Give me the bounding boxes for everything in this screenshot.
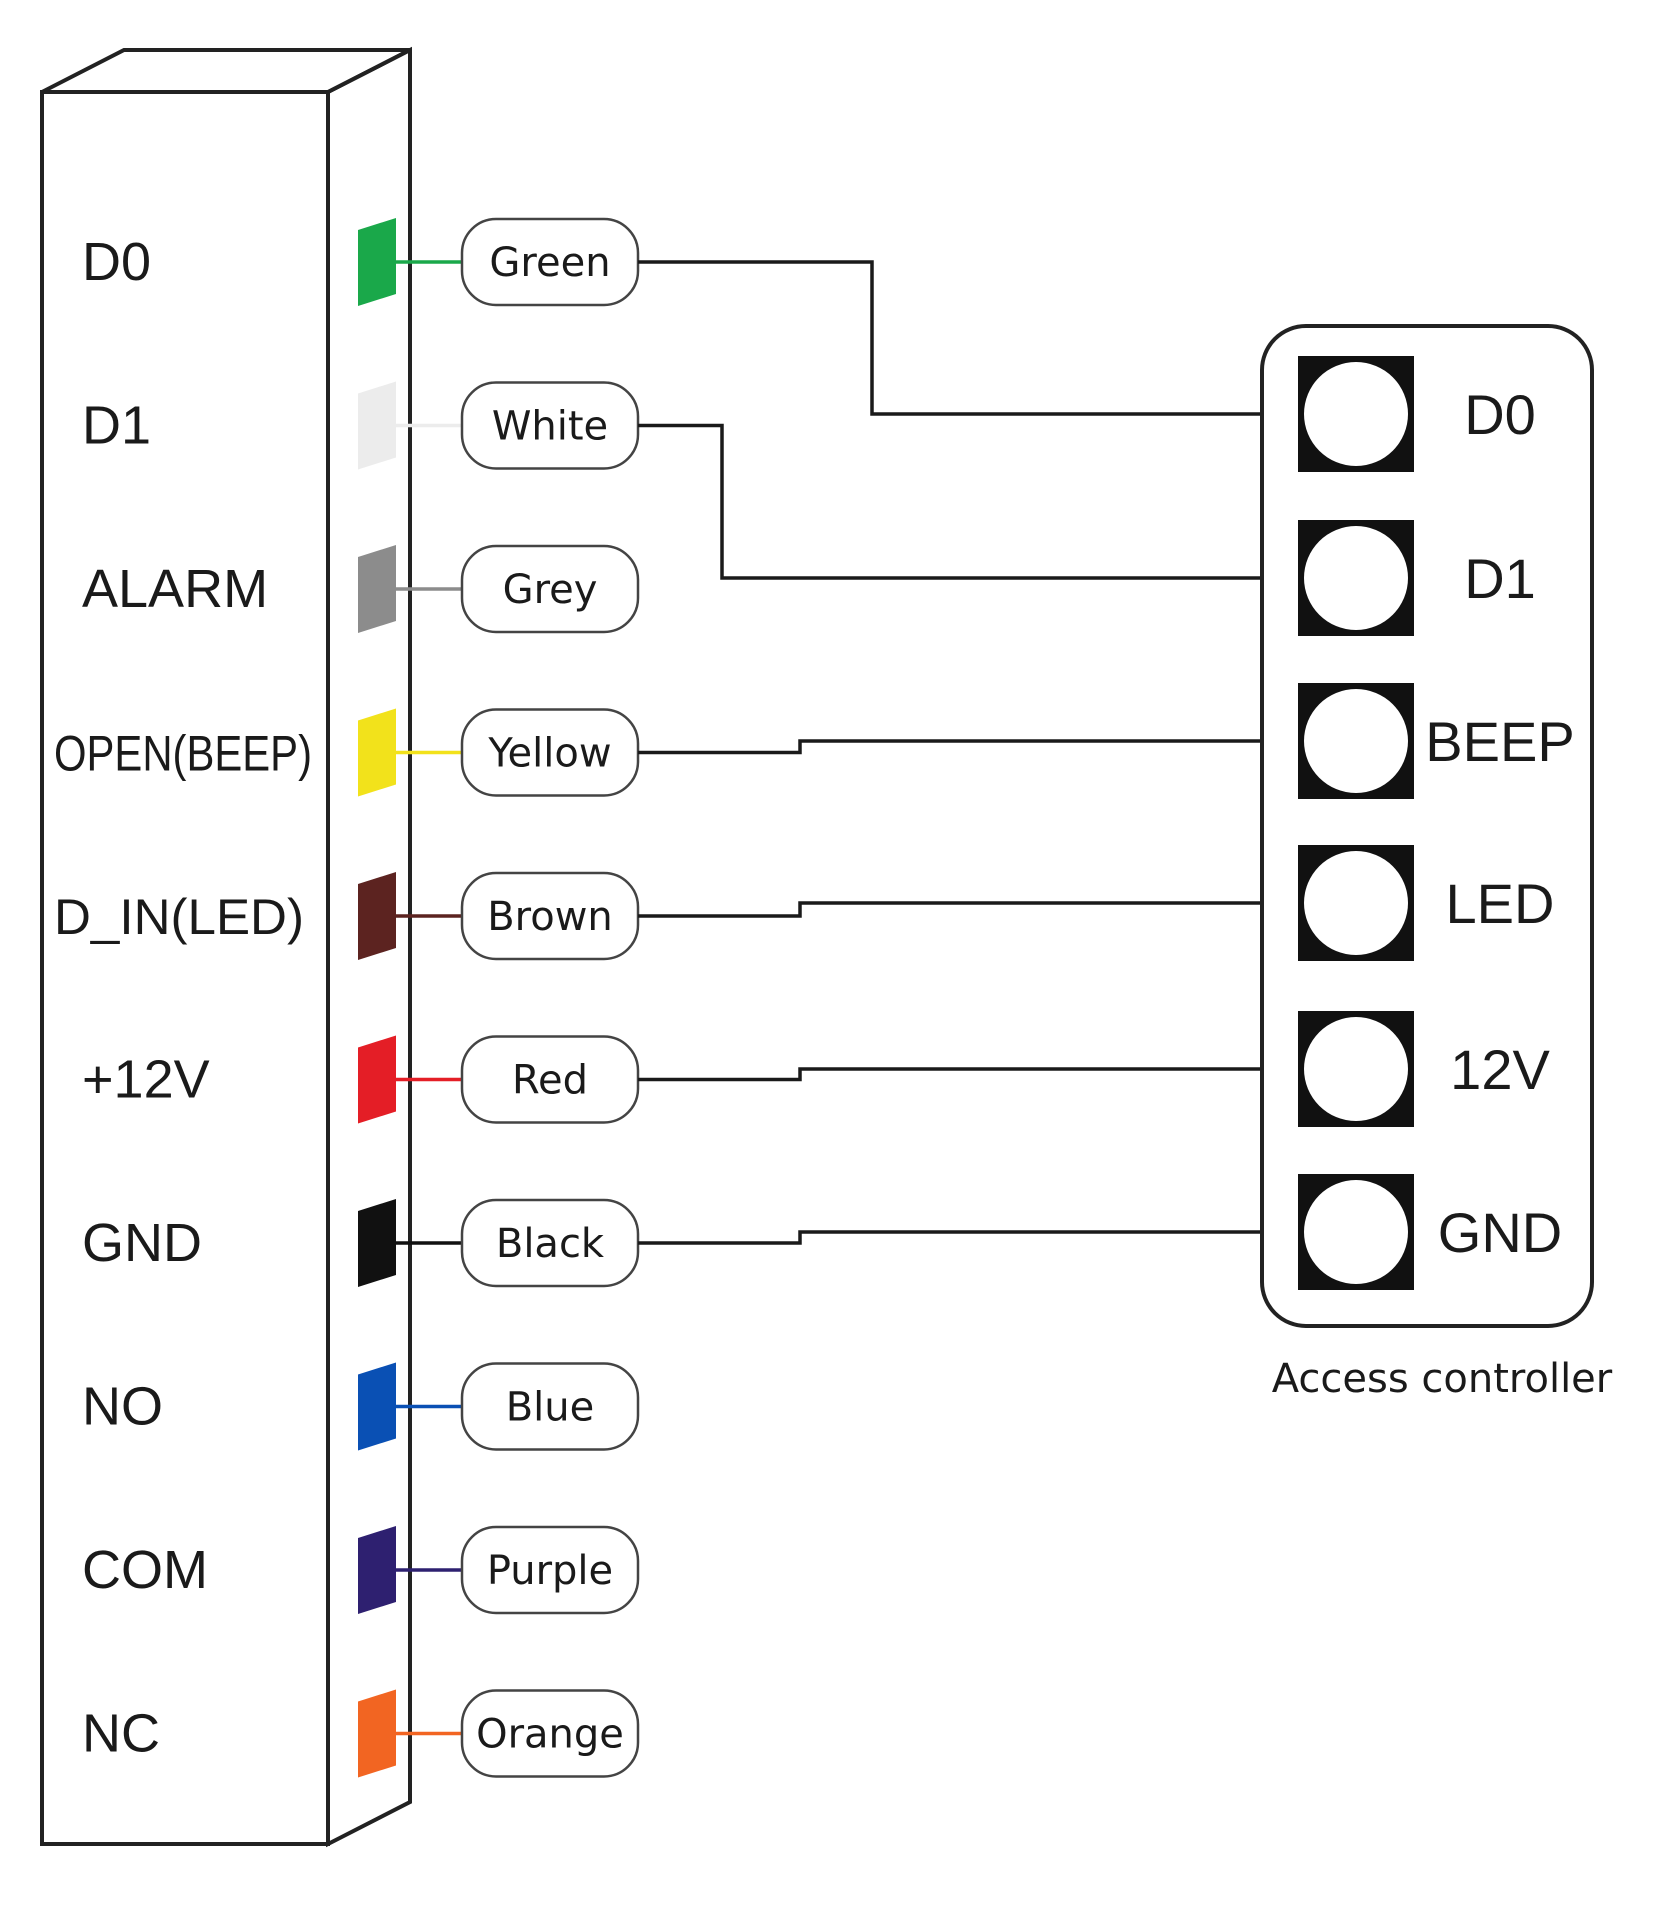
wire-color-label: Black (496, 1221, 605, 1267)
controller-terminal-d1: D1 (1298, 520, 1536, 636)
wire-color-tab-orange (358, 1689, 396, 1778)
terminal-screw-hole (1304, 1180, 1408, 1284)
wire-pill-green: Green (460, 217, 640, 307)
wire-pill-purple: Purple (460, 1525, 640, 1615)
wire-pill-black: Black (460, 1198, 640, 1288)
terminal-row-d1: D1 White (82, 381, 640, 470)
connection-red-to-12v (638, 1067, 1262, 1082)
wire-color-tab-red (358, 1035, 396, 1124)
wire-color-tab-white (358, 381, 396, 470)
terminal-screw-hole (1304, 689, 1408, 793)
controller-caption: Access controller (1272, 1356, 1613, 1402)
wire-color-tab-black (358, 1199, 396, 1287)
terminal-label-open-beep: OPEN(BEEP) (54, 726, 312, 782)
card-reader (40, 46, 412, 1848)
reader-front-face (40, 90, 330, 1846)
terminal-screw-hole (1304, 851, 1408, 955)
terminal-screw-hole (1304, 526, 1408, 630)
terminal-row-d0: D0 Green (82, 217, 640, 307)
wire-color-label: Yellow (487, 731, 611, 777)
terminal-label-d1: D1 (82, 396, 151, 456)
controller-terminal-12v: 12V (1298, 1011, 1550, 1127)
wire-pill-orange: Orange (460, 1689, 640, 1778)
terminal-label-12v: +12V (82, 1050, 210, 1110)
wire-color-tab-grey (358, 545, 396, 633)
wire-color-label: Green (489, 240, 610, 286)
controller-terminal-beep: BEEP (1298, 683, 1575, 799)
wire-pill-blue: Blue (460, 1362, 640, 1451)
terminal-row-alarm: ALARM Grey (82, 544, 640, 634)
terminal-screw-hole (1304, 1017, 1408, 1121)
connection-green-to-d0 (638, 260, 1262, 416)
wire-pill-box (460, 1362, 640, 1451)
wire-pill-grey: Grey (460, 544, 640, 634)
connection-black-to-gnd (638, 1230, 1262, 1245)
wire-color-label: Brown (487, 894, 613, 940)
connection-yellow-to-beep (638, 739, 1262, 755)
wire-pill-box (460, 1525, 640, 1615)
terminal-row-com: COM Purple (82, 1525, 640, 1615)
wire-color-label: Grey (503, 567, 598, 613)
wire-color-tab-purple (358, 1526, 396, 1614)
wire-color-label: Purple (487, 1548, 613, 1594)
wire-color-label: Orange (476, 1712, 624, 1758)
terminal-label-no: NO (82, 1377, 163, 1437)
controller-terminal-label: D0 (1464, 383, 1536, 446)
wire-pill-red: Red (460, 1035, 640, 1124)
wire-color-tab-blue (358, 1362, 396, 1451)
wire-color-tab-green (358, 218, 396, 306)
terminal-label-gnd: GND (82, 1213, 202, 1273)
wire-pill-box (460, 544, 640, 634)
wire-color-label: White (492, 404, 608, 450)
controller-terminal-label: GND (1438, 1201, 1562, 1264)
controller-terminal-gnd: GND (1298, 1174, 1562, 1290)
controller-terminal-d0: D0 (1298, 356, 1536, 472)
terminal-row-open-beep: OPEN(BEEP) Yellow (54, 708, 640, 797)
wire-color-tab-brown (358, 872, 396, 960)
controller-terminal-label: BEEP (1425, 710, 1574, 773)
terminal-label-d0: D0 (82, 232, 151, 292)
wire-pill-yellow: Yellow (460, 708, 640, 797)
connection-wires (638, 260, 1262, 1245)
controller-box (1260, 324, 1594, 1328)
terminal-label-com: COM (82, 1540, 208, 1600)
wire-color-label: Red (512, 1058, 588, 1104)
controller-terminal-label: 12V (1450, 1038, 1550, 1101)
terminal-row-d-in-led: D_IN(LED) Brown (54, 871, 640, 961)
connection-white-to-d1 (638, 423, 1262, 580)
terminal-screw-hole (1304, 362, 1408, 466)
terminal-label-nc: NC (82, 1704, 160, 1764)
connection-brown-to-led (638, 901, 1262, 918)
wire-color-label: Blue (506, 1385, 595, 1431)
terminal-label-d-in-led: D_IN(LED) (54, 889, 304, 945)
terminal-row-gnd: GND Black (82, 1198, 640, 1288)
controller-terminal-label: LED (1446, 872, 1555, 935)
terminal-row-12v: +12V Red (82, 1035, 640, 1124)
controller-terminal-label: D1 (1464, 547, 1536, 610)
terminal-row-no: NO Blue (82, 1362, 640, 1451)
wire-pill-box (460, 1689, 640, 1778)
wire-pill-white: White (460, 381, 640, 470)
wire-color-tab-yellow (358, 708, 396, 797)
controller-terminal-led: LED (1298, 845, 1554, 961)
wire-pill-brown: Brown (460, 871, 640, 961)
terminal-row-nc: NC Orange (82, 1689, 640, 1778)
reader-top-face (41, 48, 411, 94)
terminal-label-alarm: ALARM (82, 559, 268, 619)
